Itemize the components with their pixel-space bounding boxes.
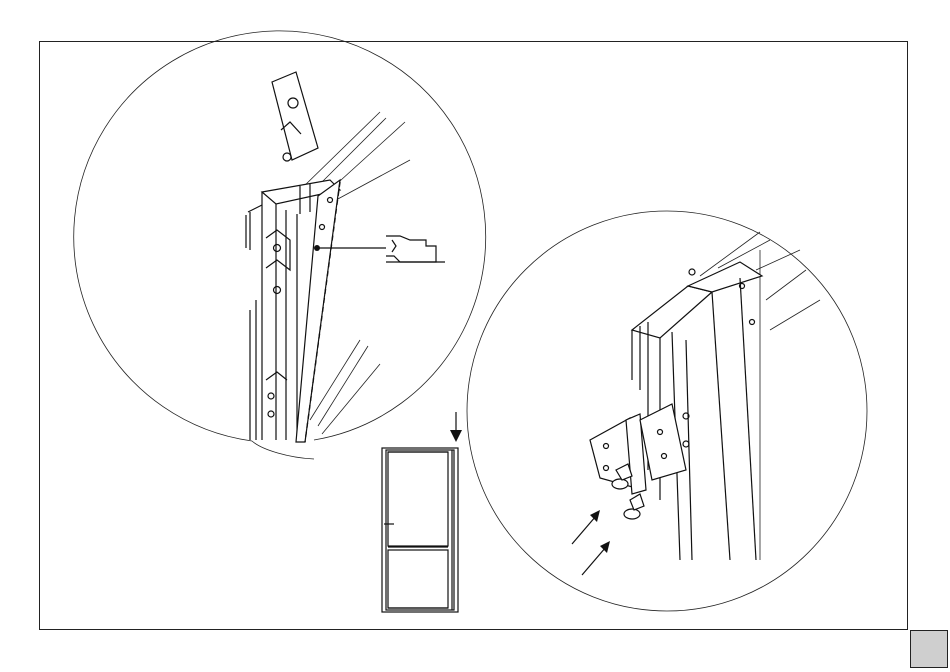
page-number: [910, 630, 948, 668]
left-profile-icon: [246, 72, 445, 442]
door-overview-icon: [382, 412, 462, 612]
right-hinge-icon: [572, 232, 820, 575]
